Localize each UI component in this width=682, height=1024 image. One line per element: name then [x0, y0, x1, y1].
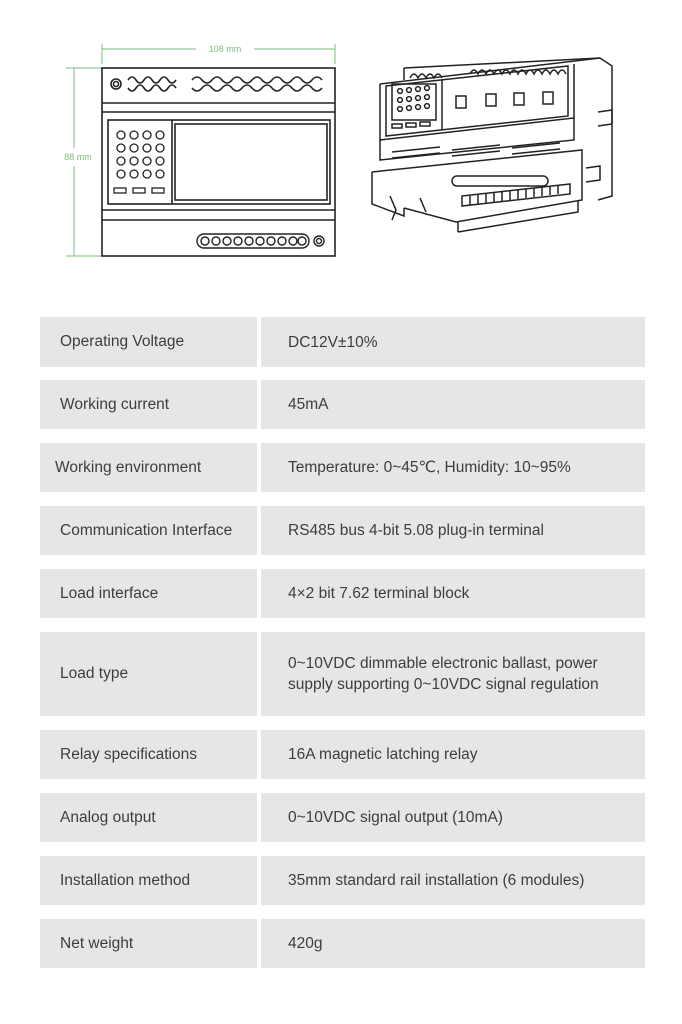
height-dimension-label: 88 mm: [64, 152, 92, 162]
spec-label: Analog output: [40, 793, 257, 842]
spec-value: 4×2 bit 7.62 terminal block: [261, 569, 645, 618]
spec-row-installation-method: Installation method 35mm standard rail i…: [40, 856, 645, 905]
button-grid: [113, 130, 165, 194]
front-view-drawing: 108 mm 88 mm: [64, 44, 613, 257]
width-dimension-label: 108 mm: [209, 44, 242, 54]
spec-row-load-interface: Load interface 4×2 bit 7.62 terminal blo…: [40, 569, 645, 618]
spec-label: Working current: [40, 380, 257, 429]
width-dimension: [101, 44, 336, 64]
spec-row-operating-voltage: Operating Voltage DC12V±10%: [40, 317, 645, 367]
spec-label: Working environment: [40, 443, 257, 492]
spec-value: 45mA: [261, 380, 645, 429]
spec-value: Temperature: 0~45℃, Humidity: 10~95%: [261, 443, 645, 492]
spec-value: DC12V±10%: [261, 317, 645, 367]
spec-value: 0~10VDC signal output (10mA): [261, 793, 645, 842]
spec-label: Load type: [40, 632, 257, 716]
spec-row-analog-output: Analog output 0~10VDC signal output (10m…: [40, 793, 645, 842]
spec-row-working-current: Working current 45mA: [40, 380, 645, 429]
spec-label: Operating Voltage: [40, 317, 257, 367]
spec-row-load-type: Load type 0~10VDC dimmable electronic ba…: [40, 632, 645, 716]
front-body: [101, 67, 336, 257]
height-dimension: [66, 67, 102, 257]
bottom-terminals: [196, 233, 325, 249]
spec-label: Relay specifications: [40, 730, 257, 779]
spec-label: Installation method: [40, 856, 257, 905]
spec-row-relay-specifications: Relay specifications 16A magnetic latchi…: [40, 730, 645, 779]
spec-value: 16A magnetic latching relay: [261, 730, 645, 779]
spec-row-communication-interface: Communication Interface RS485 bus 4-bit …: [40, 506, 645, 555]
spec-row-working-environment: Working environment Temperature: 0~45℃, …: [40, 443, 645, 492]
spec-label: Load interface: [40, 569, 257, 618]
spec-row-net-weight: Net weight 420g: [40, 919, 645, 968]
spec-value: 35mm standard rail installation (6 modul…: [261, 856, 645, 905]
product-drawings: 108 mm 88 mm: [0, 0, 682, 300]
spec-value: 420g: [261, 919, 645, 968]
spec-label: Communication Interface: [40, 506, 257, 555]
spec-value: 0~10VDC dimmable electronic ballast, pow…: [261, 632, 645, 716]
spec-value: RS485 bus 4-bit 5.08 plug-in terminal: [261, 506, 645, 555]
spec-label: Net weight: [40, 919, 257, 968]
isometric-view-drawing: [371, 57, 613, 233]
